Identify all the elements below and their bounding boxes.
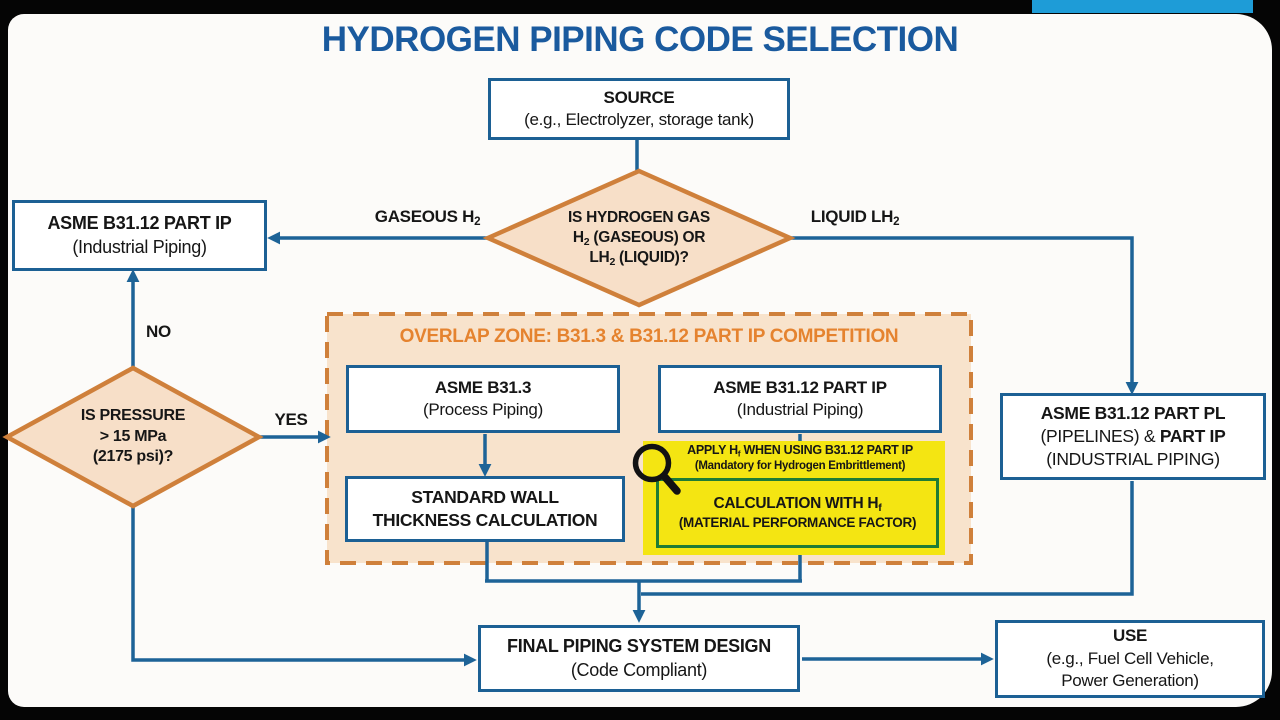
gas-type-decision-diamond bbox=[482, 168, 796, 308]
source-title: SOURCE bbox=[603, 87, 675, 107]
final-subtitle: (Code Compliant) bbox=[570, 659, 708, 680]
overlap-b3112-subtitle: (Industrial Piping) bbox=[736, 400, 864, 419]
page-title: HYDROGEN PIPING CODE SELECTION bbox=[321, 20, 959, 59]
magnifier-icon bbox=[632, 443, 681, 495]
source-box: SOURCE (e.g., Electrolyzer, storage tank… bbox=[488, 78, 790, 140]
std-wall-line1: STANDARD WALL bbox=[411, 486, 559, 507]
asme-b3112-part-ip-box: ASME B31.12 PART IP (Industrial Piping) bbox=[12, 200, 267, 271]
label-liquid-lh2: LIQUID LH2 bbox=[810, 207, 900, 229]
label-yes: YES bbox=[274, 410, 308, 429]
asme-pl-title: ASME B31.12 PART PL bbox=[1040, 402, 1226, 423]
edge-liquid bbox=[786, 236, 1139, 395]
label-no: NO bbox=[146, 322, 171, 341]
asme-ip-title: ASME B31.12 PART IP bbox=[47, 212, 232, 233]
overlap-b3112-title: ASME B31.12 PART IP bbox=[713, 377, 887, 397]
edge-pl-to-merge bbox=[641, 481, 1134, 596]
overlap-zone-title: OVERLAP ZONE: B31.3 & B31.12 PART IP COM… bbox=[399, 326, 899, 347]
std-wall-line2: THICKNESS CALCULATION bbox=[372, 510, 598, 530]
edge-pressure-to-final bbox=[131, 506, 477, 667]
apply-hf-note: APPLY Hf WHEN USING B31.12 PART IP (Mand… bbox=[687, 443, 913, 472]
asme-b3112-part-pl-box: ASME B31.12 PART PL (PIPELINES) & PART I… bbox=[1000, 393, 1266, 480]
asme-b313-box: ASME B31.3 (Process Piping) bbox=[346, 365, 620, 433]
final-design-box: FINAL PIPING SYSTEM DESIGN (Code Complia… bbox=[478, 625, 800, 692]
top-right-bar bbox=[1032, 0, 1253, 13]
use-line2: (e.g., Fuel Cell Vehicle, bbox=[1046, 648, 1214, 668]
standard-wall-box: STANDARD WALL THICKNESS CALCULATION bbox=[345, 476, 625, 542]
final-title: FINAL PIPING SYSTEM DESIGN bbox=[507, 635, 771, 656]
calculation-hf-box: CALCULATION WITH Hf (MATERIAL PERFORMANC… bbox=[656, 478, 939, 548]
asme-pl-line3: (INDUSTRIAL PIPING) bbox=[1046, 449, 1220, 470]
use-line3: Power Generation) bbox=[1061, 671, 1199, 691]
pressure-decision-text: IS PRESSURE > 15 MPa (2175 psi)? bbox=[80, 407, 186, 466]
gas-type-decision-text: IS HYDROGEN GAS H2 (GASEOUS) OR LH2 (LIQ… bbox=[568, 209, 710, 268]
asme-pl-line2: (PIPELINES) & PART IP bbox=[1040, 425, 1226, 446]
pressure-decision-diamond bbox=[2, 365, 264, 509]
use-title: USE bbox=[1112, 626, 1148, 646]
use-box: USE (e.g., Fuel Cell Vehicle, Power Gene… bbox=[995, 620, 1265, 698]
overlap-b3112-ip-box: ASME B31.12 PART IP (Industrial Piping) bbox=[658, 365, 942, 433]
asme-ip-subtitle: (Industrial Piping) bbox=[72, 236, 207, 257]
b313-title: ASME B31.3 bbox=[434, 377, 532, 397]
source-subtitle: (e.g., Electrolyzer, storage tank) bbox=[524, 110, 754, 129]
b313-subtitle: (Process Piping) bbox=[423, 400, 543, 419]
label-gaseous-h2: GASEOUS H2 bbox=[374, 207, 481, 229]
